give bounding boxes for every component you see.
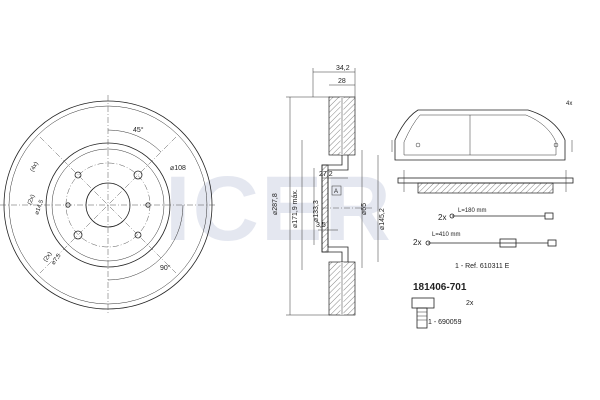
sensor-2-count: 2x	[413, 238, 421, 247]
bolt-shank	[416, 307, 428, 329]
disc-front-view: 45° 90° ⌀108 (4x) ⌀14,5 (2x) ⌀7,5 (2x)	[0, 95, 215, 315]
disc-thickness-label: 27,2	[319, 171, 333, 178]
pad-reference: 1 - Ref. 610311 E	[455, 263, 510, 270]
datum-label: A	[334, 189, 338, 195]
bolt-count: 2x	[466, 300, 474, 307]
bolt-hole	[134, 231, 142, 239]
angle-45-label: 45°	[133, 126, 144, 134]
center-bore-label: ⌀133,3	[313, 200, 320, 222]
disc-section-view: ⌀287,8 ⌀171,9 máx. ⌀133,3 34,2 28 ⌀65 ⌀1…	[272, 65, 386, 316]
hole-count-label-2: (2x)	[27, 194, 36, 206]
kit-info: 181406-701 2x 1 - 690059	[411, 282, 474, 329]
total-thickness-label: 34,2	[336, 65, 350, 72]
bolt-hole	[133, 170, 143, 180]
sensor-2-length: L=410 mm	[432, 232, 461, 238]
watermark-logo: ICER	[165, 158, 393, 260]
pad-side-view	[397, 177, 574, 184]
bolt-head	[411, 297, 435, 309]
datum-box	[331, 185, 342, 196]
hole-count-label: (4x)	[30, 161, 40, 173]
hub-diameter-label: ⌀65	[361, 203, 368, 215]
pad-count-label: 4x	[566, 101, 572, 107]
bolt-hole	[74, 171, 82, 179]
hat-diameter-label: ⌀145,2	[379, 208, 386, 230]
outer-diameter-label: ⌀287,8	[272, 193, 279, 215]
angle-90-label: 90°	[160, 264, 171, 272]
offset-label: 3,5	[316, 222, 326, 229]
brake-pads: 4x 2x L=180 mm 2x L=410 mm 1 - Ref. 6103…	[391, 101, 574, 270]
part-number: 181406-701	[413, 282, 467, 293]
pad-backing-plate	[394, 109, 566, 161]
hole-count-label-3: (2x)	[43, 251, 54, 263]
width-28-label: 28	[338, 78, 346, 85]
hole-diameter-label: ⌀14,5	[34, 199, 45, 216]
pcd-label: ⌀108	[170, 165, 186, 172]
bolt-hole	[73, 230, 83, 240]
bolt-reference: 1 - 690059	[428, 319, 462, 326]
sensor-1-count: 2x	[438, 213, 446, 222]
sensor-1-length: L=180 mm	[458, 208, 487, 214]
min-thickness-label: ⌀171,9 máx.	[292, 189, 299, 228]
